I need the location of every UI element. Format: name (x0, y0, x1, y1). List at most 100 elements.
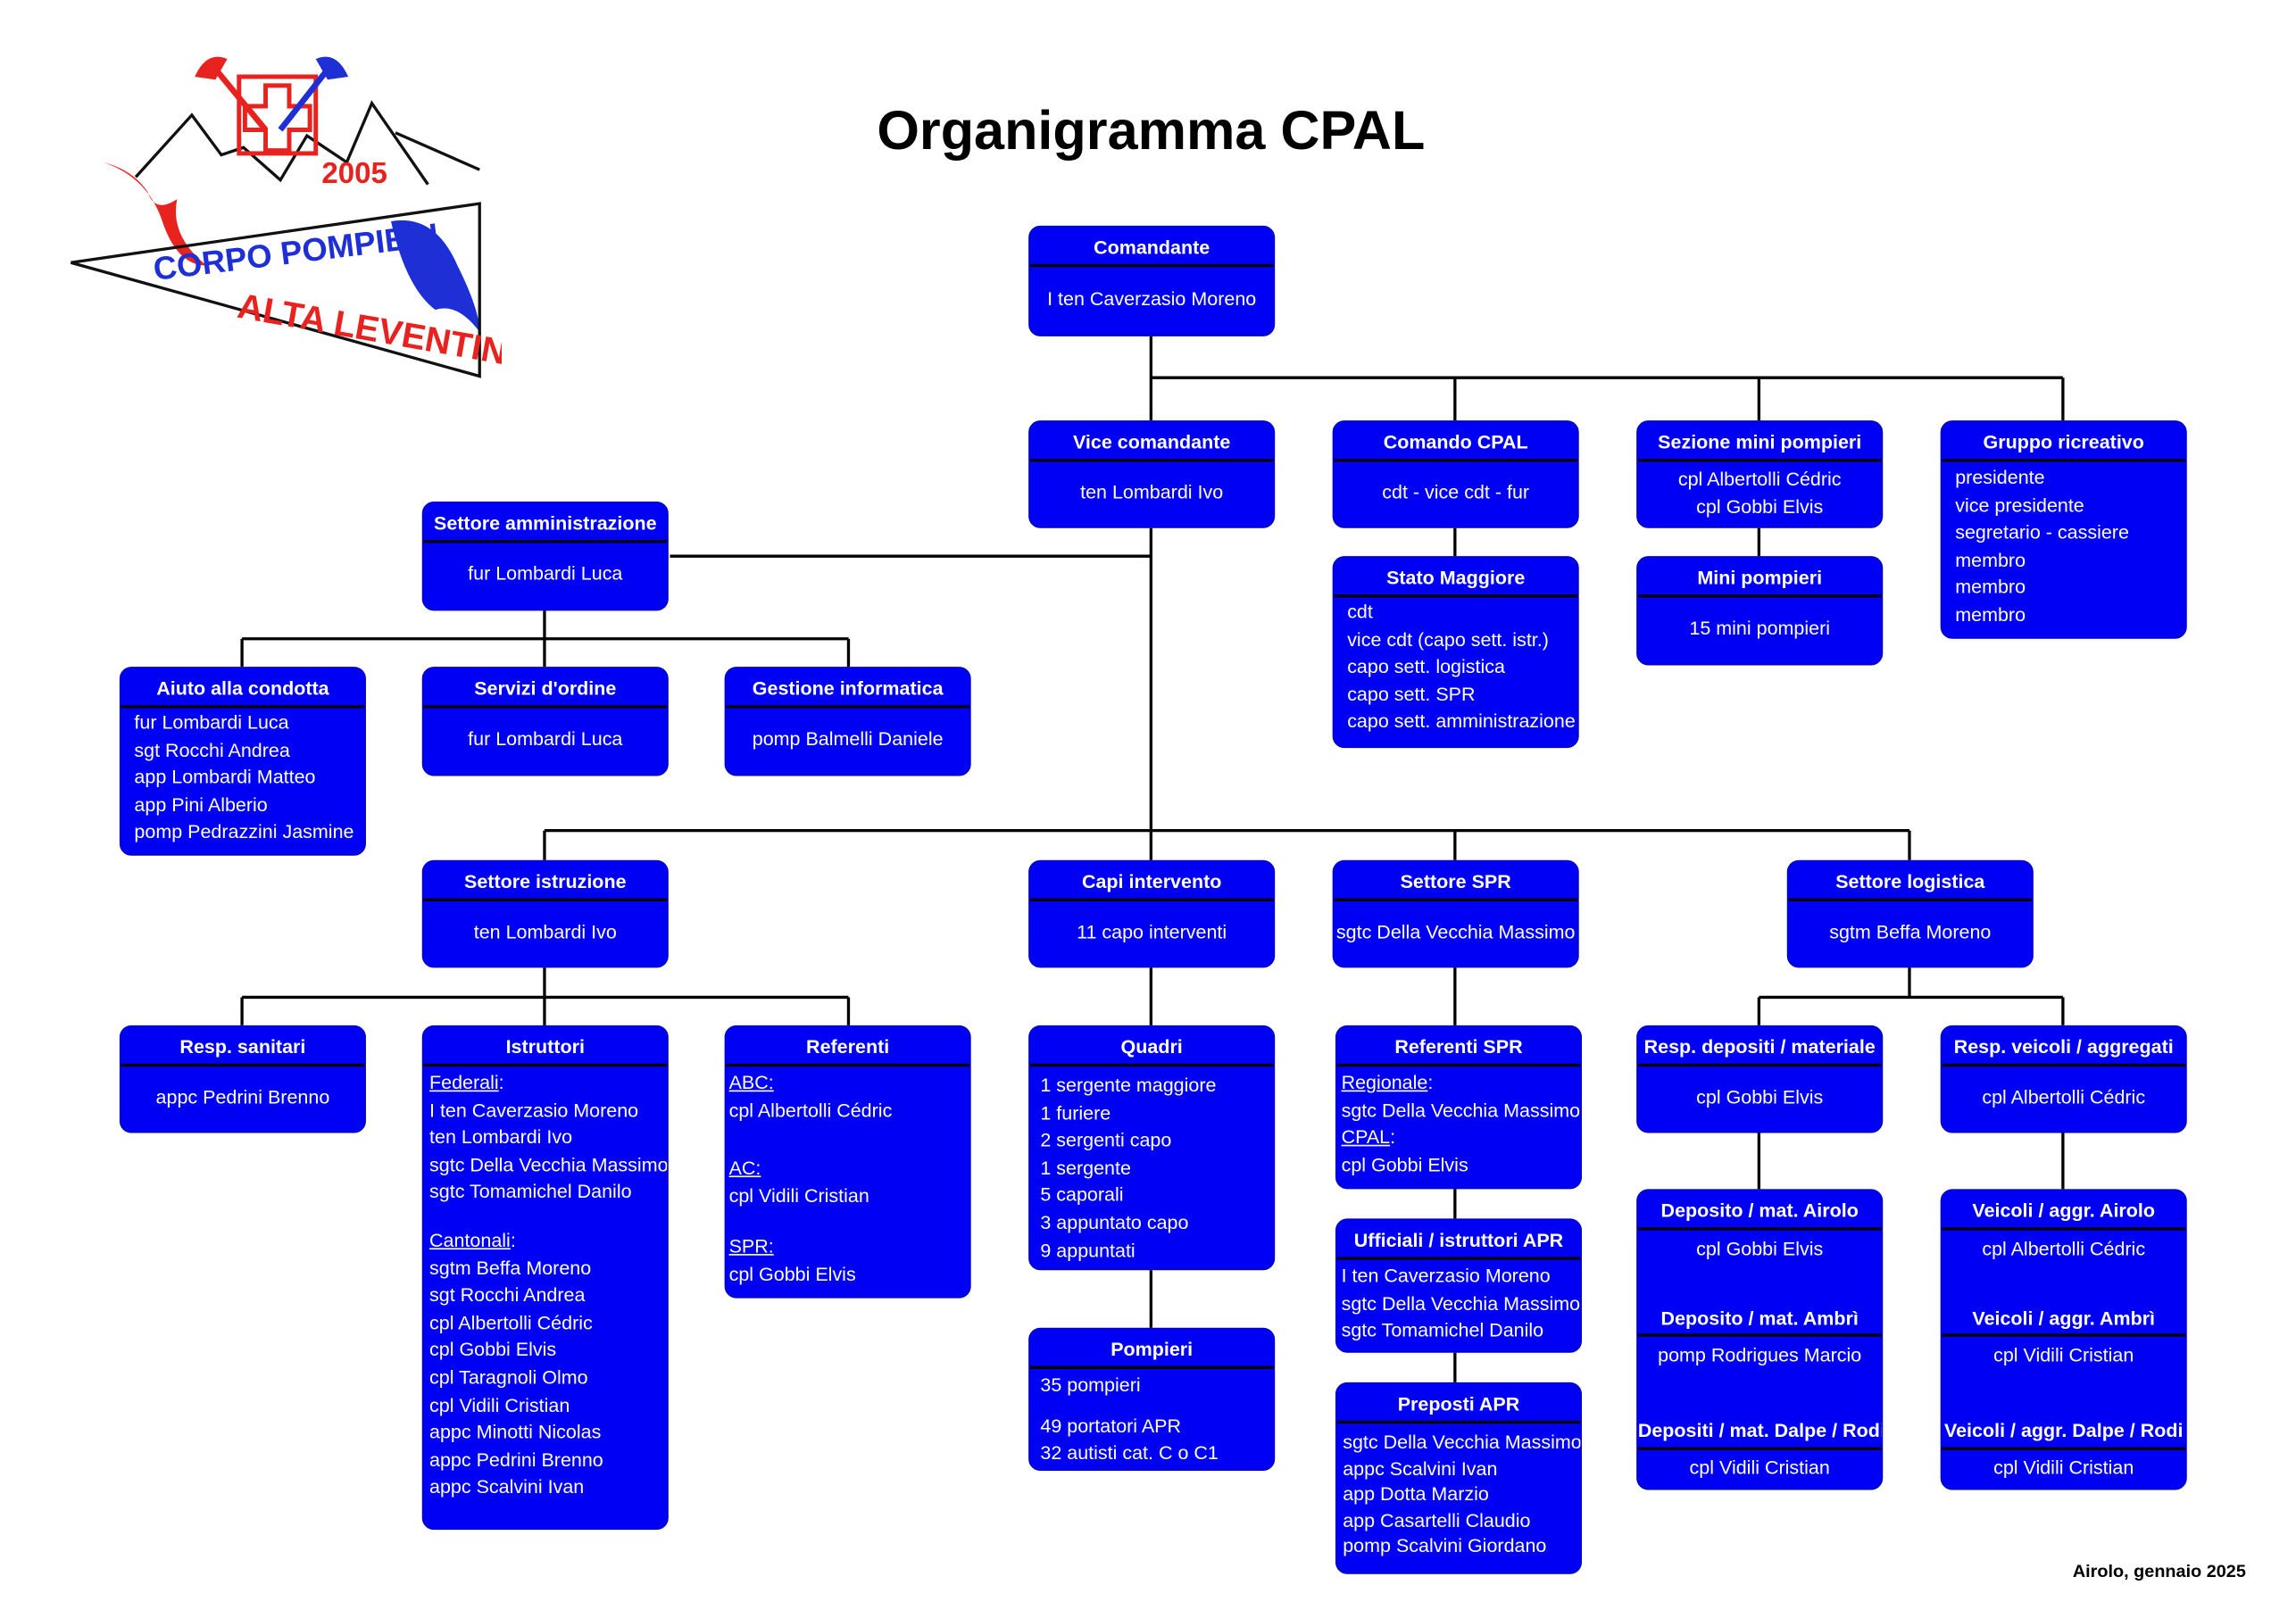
node-title: Sezione mini pompieri (1637, 422, 1882, 462)
node-line: 1 furiere (1040, 1101, 1111, 1124)
node-line: membro (1955, 603, 2026, 626)
node-line: sgtc Tomamichel Danilo (429, 1181, 632, 1203)
node-line: sgtm Beffa Moreno (429, 1256, 592, 1279)
node-depositi-sedi: Deposito / mat. Airolo cpl Gobbi Elvis D… (1636, 1189, 1884, 1490)
node-line: sgt Rocchi Andrea (134, 738, 290, 761)
node-title: Settore logistica (1788, 861, 2033, 901)
node-pompieri: Pompieri 35 pompieri 49 portatori APR 32… (1028, 1327, 1276, 1472)
node-settore-amministrazione: Settore amministrazione fur Lombardi Luc… (421, 502, 669, 611)
node-referenti-spr: Referenti SPR Regionale: sgtc Della Vecc… (1335, 1025, 1583, 1190)
node-line: app Lombardi Matteo (134, 766, 316, 789)
node-line: cpl Gobbi Elvis (1696, 494, 1824, 518)
node-line: cpl Vidili Cristian (429, 1393, 570, 1416)
node-line: cpl Gobbi Elvis (1341, 1153, 1468, 1176)
node-line: 35 pompieri (1040, 1373, 1141, 1396)
node-resp-veicoli: Resp. veicoli / aggregati cpl Albertolli… (1940, 1025, 2187, 1133)
node-line: cpl Albertolli Cédric (429, 1311, 593, 1333)
node-servizi-ordine: Servizi d'ordine fur Lombardi Luca (421, 667, 669, 776)
node-title: Settore SPR (1334, 861, 1578, 901)
node-line: sgtc Della Vecchia Massimo (429, 1153, 669, 1176)
node-line: cpl Gobbi Elvis (429, 1338, 557, 1361)
node-istruttori: Istruttori Federali: I ten Caverzasio Mo… (421, 1025, 669, 1531)
node-line: appc Minotti Nicolas (429, 1421, 602, 1443)
node-resp-depositi: Resp. depositi / materiale cpl Gobbi Elv… (1636, 1025, 1884, 1133)
node-line: 11 capo interventi (1077, 920, 1227, 943)
node-line: 15 mini pompieri (1689, 616, 1831, 639)
node-title: Resp. veicoli / aggregati (1942, 1026, 2186, 1067)
node-title: Gruppo ricreativo (1942, 422, 2186, 462)
node-line: cpl Albertolli Cédric (1982, 1085, 2146, 1108)
node-line: appc Pedrini Brenno (429, 1448, 603, 1471)
node-title: Ufficiali / istruttori APR (1336, 1220, 1581, 1260)
node-title: Deposito / mat. Airolo (1637, 1191, 1882, 1231)
node-title: Resp. depositi / materiale (1637, 1026, 1882, 1067)
node-settore-spr: Settore SPR sgtc Della Vecchia Massimo (1332, 859, 1579, 968)
mountain-icon (134, 100, 480, 186)
node-title: Istruttori (423, 1026, 668, 1067)
node-line: pomp Scalvini Giordano (1343, 1534, 1547, 1557)
node-line: cpl Gobbi Elvis (1696, 1237, 1824, 1260)
node-line: cpl Gobbi Elvis (1696, 1085, 1824, 1108)
node-line: segretario - cassiere (1955, 520, 2129, 544)
node-line: sgtc Della Vecchia Massimo (1341, 1098, 1581, 1121)
node-line: cpl Vidili Cristian (728, 1183, 869, 1207)
node-mini-pompieri: Mini pompieri 15 mini pompieri (1636, 556, 1884, 666)
node-title: Veicoli / aggr. Airolo (1942, 1191, 2186, 1231)
node-line: pomp Rodrigues Marcio (1658, 1343, 1862, 1366)
node-title: Vice comandante (1029, 422, 1274, 462)
node-vice-comandante: Vice comandante ten Lombardi Ivo (1028, 420, 1276, 528)
node-line: cpl Vidili Cristian (1993, 1343, 2134, 1366)
node-line: app Casartelli Claudio (1343, 1508, 1531, 1531)
node-line: cpl Gobbi Elvis (728, 1262, 856, 1285)
node-title: Referenti (726, 1026, 970, 1067)
node-line: cpl Taragnoli Olmo (429, 1365, 588, 1389)
node-title: Capi intervento (1029, 861, 1274, 901)
node-line: 1 sergente maggiore (1040, 1074, 1217, 1097)
node-gruppo-ricreativo: Gruppo ricreativo presidente vice presid… (1940, 420, 2187, 639)
node-line: cpl Albertolli Cédric (1982, 1237, 2146, 1260)
node-line: cpl Vidili Cristian (1993, 1456, 2134, 1479)
node-aiuto-alla-condotta: Aiuto alla condotta fur Lombardi Luca sg… (119, 667, 366, 856)
node-resp-sanitari: Resp. sanitari appc Pedrini Brenno (119, 1025, 366, 1133)
node-line: cdt - vice cdt - fur (1382, 480, 1530, 503)
node-title: Servizi d'ordine (423, 668, 668, 709)
node-line: appc Scalvini Ivan (1343, 1456, 1498, 1480)
node-line: 32 autisti cat. C o C1 (1040, 1441, 1219, 1465)
node-line: app Dotta Marzio (1343, 1482, 1489, 1506)
node-line: ten Lombardi Ivo (1080, 480, 1224, 503)
node-line: cdt (1347, 600, 1373, 623)
node-ufficiali-apr: Ufficiali / istruttori APR I ten Caverza… (1335, 1218, 1583, 1353)
group-label: Federali (429, 1071, 499, 1093)
group-label: Cantonali (429, 1228, 511, 1251)
node-title: Resp. sanitari (121, 1026, 365, 1067)
axe-blue-icon (278, 56, 349, 132)
node-line: ten Lombardi Ivo (429, 1125, 573, 1149)
node-line: sgtc Della Vecchia Massimo (1341, 1291, 1581, 1315)
node-subtitle: Veicoli / aggr. Ambrì (1942, 1301, 2186, 1337)
node-line: fur Lombardi Luca (468, 561, 623, 585)
node-settore-logistica: Settore logistica sgtm Beffa Moreno (1786, 859, 2034, 968)
node-title: Pompieri (1029, 1329, 1274, 1369)
node-veicoli-sedi: Veicoli / aggr. Airolo cpl Albertolli Cé… (1940, 1189, 2187, 1490)
logo-line1: CORPO POMPIERI (152, 216, 441, 287)
node-title: Preposti APR (1336, 1384, 1581, 1424)
node-line: membro (1955, 576, 2026, 599)
node-title: Settore amministrazione (423, 503, 668, 544)
node-line: cpl Albertolli Cédric (728, 1098, 893, 1121)
flame-blue-icon (391, 220, 480, 332)
group-label: ABC: (728, 1071, 774, 1093)
node-subtitle: Veicoli / aggr. Dalpe / Rodi (1942, 1412, 2186, 1450)
node-line: appc Pedrini Brenno (155, 1085, 330, 1108)
page-title: Organigramma CPAL (877, 100, 1426, 162)
node-line: I ten Caverzasio Moreno (1047, 287, 1257, 311)
logo-year: 2005 (321, 157, 387, 190)
node-line: fur Lombardi Luca (468, 726, 623, 750)
group-label: SPR: (728, 1235, 774, 1257)
node-title: Quadri (1029, 1026, 1274, 1067)
node-gestione-informatica: Gestione informatica pomp Balmelli Danie… (724, 667, 971, 776)
node-line: 1 sergente (1040, 1156, 1131, 1179)
node-capi-intervento: Capi intervento 11 capo interventi (1028, 859, 1276, 968)
node-line: appc Scalvini Ivan (429, 1475, 585, 1498)
node-line: vice cdt (capo sett. istr.) (1347, 627, 1549, 651)
